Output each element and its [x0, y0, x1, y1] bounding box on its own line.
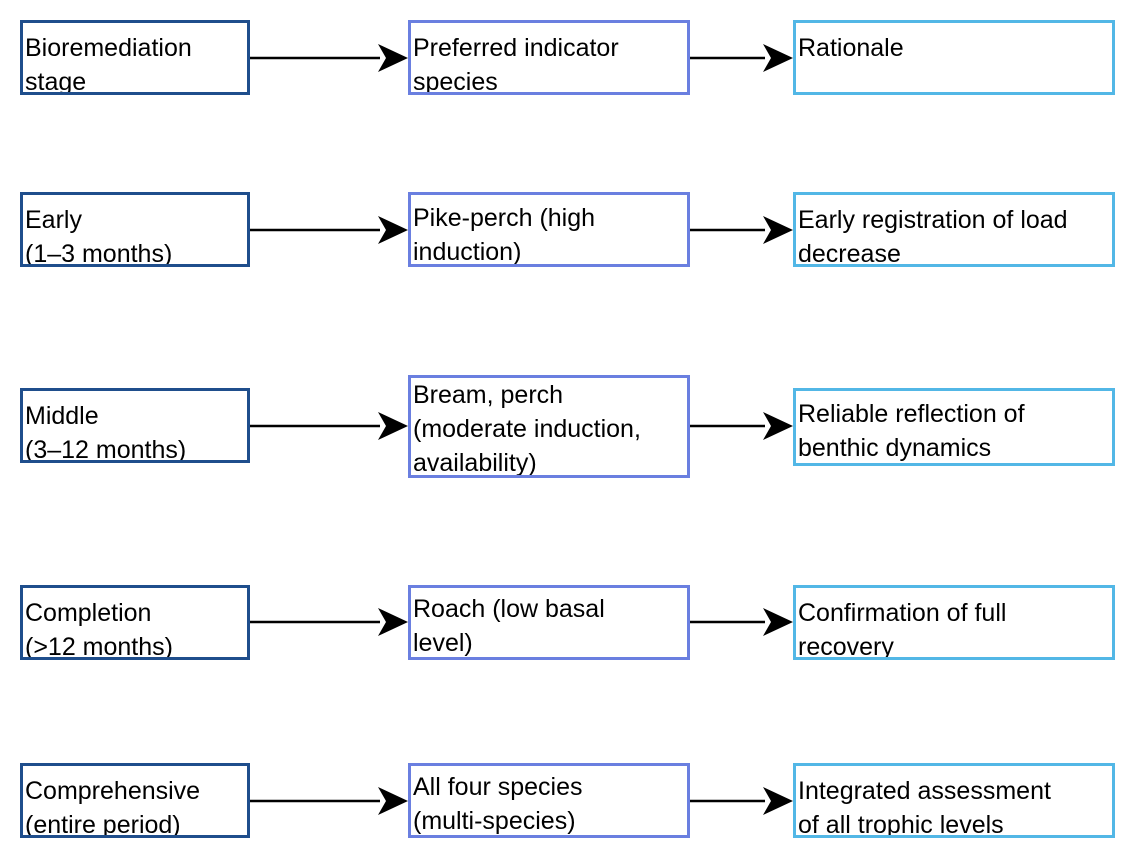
- stage-box-header: Bioremediation stage: [20, 20, 250, 95]
- species-box-header: Preferred indicator species: [408, 20, 690, 95]
- species-box-early: Pike-perch (high induction): [408, 192, 690, 267]
- rationale-box-middle: Reliable reflection of benthic dynamics: [793, 388, 1115, 466]
- stage-box-completion: Completion (>12 months): [20, 585, 250, 660]
- stage-box-early: Early (1–3 months): [20, 192, 250, 267]
- rationale-box-early: Early registration of load decrease: [793, 192, 1115, 267]
- arrowhead-stage-to-species-completion: [378, 608, 408, 636]
- arrowhead-stage-to-species-early: [378, 216, 408, 244]
- arrowhead-species-to-rationale-comprehensive: [763, 787, 793, 815]
- species-box-comprehensive: All four species (multi-species): [408, 763, 690, 838]
- arrowhead-species-to-rationale-completion: [763, 608, 793, 636]
- rationale-box-comprehensive: Integrated assessment of all trophic lev…: [793, 763, 1115, 838]
- arrowhead-stage-to-species-header: [378, 44, 408, 72]
- arrowhead-species-to-rationale-middle: [763, 412, 793, 440]
- rationale-box-header: Rationale: [793, 20, 1115, 95]
- stage-box-middle: Middle (3–12 months): [20, 388, 250, 463]
- species-box-completion: Roach (low basal level): [408, 585, 690, 660]
- arrowhead-stage-to-species-comprehensive: [378, 787, 408, 815]
- arrowhead-species-to-rationale-early: [763, 216, 793, 244]
- species-box-middle: Bream, perch (moderate induction, availa…: [408, 375, 690, 478]
- arrowhead-species-to-rationale-header: [763, 44, 793, 72]
- stage-box-comprehensive: Comprehensive (entire period): [20, 763, 250, 838]
- rationale-box-completion: Confirmation of full recovery: [793, 585, 1115, 660]
- arrowhead-stage-to-species-middle: [378, 412, 408, 440]
